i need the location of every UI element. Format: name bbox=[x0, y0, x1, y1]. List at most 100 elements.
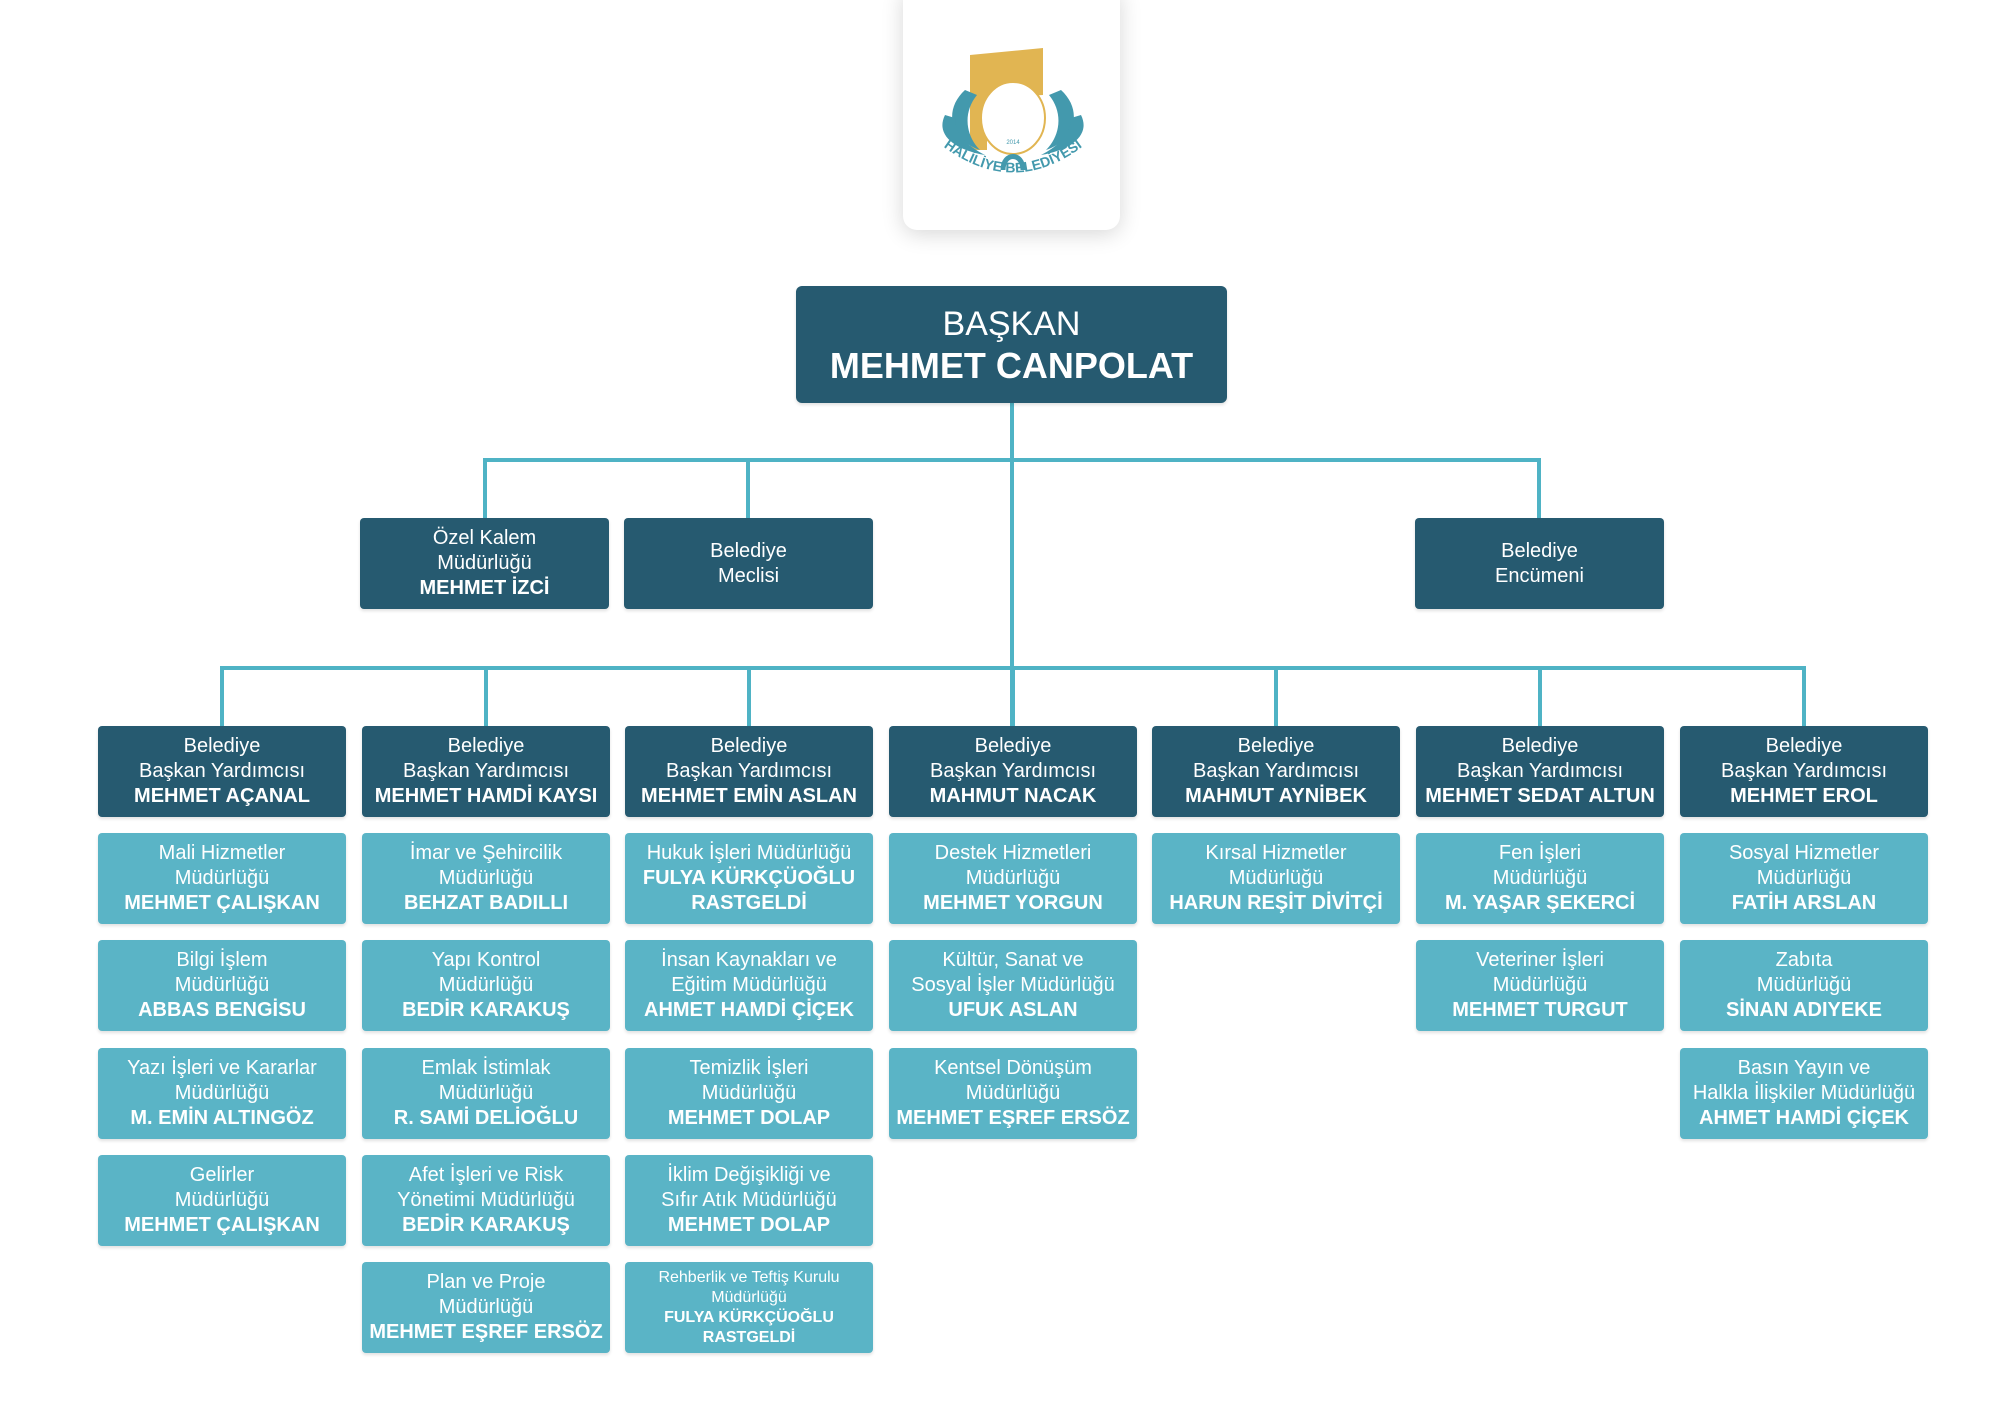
box-label-line: Meclisi bbox=[717, 564, 780, 587]
connector-vp-drop bbox=[1274, 666, 1278, 726]
box-label-line: Müdürlüğü bbox=[438, 1296, 534, 1319]
person-name: MEHMET EROL bbox=[1730, 785, 1878, 807]
box-label-line: Belediye bbox=[1501, 735, 1579, 757]
box-label-line: Özel Kalem bbox=[432, 527, 537, 549]
box-label-line: Belediye bbox=[710, 735, 788, 757]
box-label-line: Destek Hizmetleri bbox=[934, 842, 1092, 864]
box-label-line: Müdürlüğü bbox=[965, 1081, 1061, 1104]
box-label-line: Başkan Yardımcısı bbox=[666, 760, 832, 782]
box-label-line: Yapı Kontrol bbox=[431, 949, 541, 972]
box-label-line: Veteriner İşleri bbox=[1476, 949, 1604, 972]
connector-vp-drop bbox=[484, 666, 488, 726]
box-label-line: Belediye bbox=[1765, 735, 1843, 757]
box-label-line: Müdürlüğü bbox=[701, 1081, 797, 1104]
box-label-line: Mali Hizmetler bbox=[158, 842, 286, 864]
box-label-line: Müdürlüğü bbox=[1756, 974, 1852, 997]
box-label-line: Müdürlüğü bbox=[711, 1288, 787, 1306]
connector-vp-drop bbox=[1802, 666, 1806, 726]
connector-ozel-kalem bbox=[483, 458, 487, 518]
box-label-line: Müdürlüğü bbox=[1492, 867, 1588, 889]
box-label-line: Belediye bbox=[974, 735, 1052, 757]
box-label-line: Belediye bbox=[1237, 735, 1315, 757]
person-name: MEHMET ÇALIŞKAN bbox=[124, 892, 320, 914]
person-name: MEHMET DOLAP bbox=[667, 1106, 831, 1129]
person-name: M. EMİN ALTINGÖZ bbox=[130, 1106, 314, 1129]
person-name: MEHMET EMİN ASLAN bbox=[641, 785, 857, 807]
box-label-line: Müdürlüğü bbox=[1228, 867, 1324, 889]
president-box: BAŞKAN MEHMET CANPOLAT bbox=[796, 286, 1227, 403]
person-name: BEDİR KARAKUŞ bbox=[402, 999, 570, 1022]
box-label-line: Yazı İşleri ve Kararlar bbox=[127, 1056, 317, 1079]
logo-card: 2014 HALİLİYE BELEDİYESİ bbox=[903, 0, 1120, 230]
box-label-line: Afet İşleri ve Risk bbox=[408, 1163, 564, 1186]
person-name: SİNAN ADIYEKE bbox=[1726, 999, 1882, 1022]
box-label-line: Sosyal Hizmetler bbox=[1728, 842, 1880, 864]
box-label-line: Yönetimi Müdürlüğü bbox=[397, 1188, 575, 1211]
president-title: BAŞKAN bbox=[942, 304, 1081, 343]
box-label-line: Temizlik İşleri bbox=[689, 1056, 809, 1079]
person-name: MAHMUT AYNİBEK bbox=[1185, 785, 1367, 807]
box-label-line: Rehberlik ve Teftiş Kurulu bbox=[658, 1268, 840, 1286]
box-label-line: Emlak İstimlak bbox=[421, 1056, 551, 1079]
person-name: BEHZAT BADILLI bbox=[403, 892, 569, 914]
box-label-line: Gelirler bbox=[189, 1163, 255, 1186]
person-name: AHMET HAMDİ ÇİÇEK bbox=[1699, 1106, 1909, 1129]
box-label-line: Müdürlüğü bbox=[965, 867, 1061, 889]
box-label-line: Kentsel Dönüşüm bbox=[934, 1056, 1092, 1079]
person-name: AHMET HAMDİ ÇİÇEK bbox=[644, 999, 854, 1022]
box-label-line: Başkan Yardımcısı bbox=[139, 760, 305, 782]
person-name: MAHMUT NACAK bbox=[929, 785, 1097, 807]
box-label-line: Başkan Yardımcısı bbox=[1721, 760, 1887, 782]
box-label-line: Müdürlüğü bbox=[174, 1188, 270, 1211]
connector-meclis bbox=[746, 458, 750, 518]
box-label-line: İnsan Kaynakları ve bbox=[661, 949, 837, 972]
person-name: MEHMET SEDAT ALTUN bbox=[1425, 785, 1655, 807]
person-name: FATİH ARSLAN bbox=[1731, 892, 1877, 914]
box-label-line: İklim Değişikliği ve bbox=[667, 1163, 831, 1186]
box-label-line: Müdürlüğü bbox=[438, 1081, 534, 1104]
connector-vp-drop bbox=[1011, 666, 1015, 726]
person-name: MEHMET İZCİ bbox=[419, 577, 550, 599]
box-label-line: Hukuk İşleri Müdürlüğü bbox=[646, 842, 852, 864]
person-name: BEDİR KARAKUŞ bbox=[402, 1213, 570, 1236]
person-name: ABBAS BENGİSU bbox=[138, 999, 306, 1022]
person-name: FULYA KÜRKÇÜOĞLU RASTGELDİ bbox=[642, 867, 856, 914]
box-label-line: Bilgi İşlem bbox=[176, 949, 268, 972]
box-label-line: Belediye bbox=[183, 735, 261, 757]
box-label-line: Belediye bbox=[710, 539, 787, 562]
box-label-line: İmar ve Şehircilik bbox=[409, 842, 563, 864]
connector-vp-drop bbox=[747, 666, 751, 726]
person-name: R. SAMİ DELİOĞLU bbox=[393, 1106, 579, 1129]
box-label-line: Müdürlüğü bbox=[1756, 867, 1852, 889]
svg-text:2014: 2014 bbox=[1006, 140, 1020, 146]
person-name: MEHMET ÇALIŞKAN bbox=[124, 1213, 320, 1236]
connector-level2-horizontal bbox=[483, 458, 1541, 462]
box-label-line: Kırsal Hizmetler bbox=[1205, 842, 1347, 864]
box-label-line: Belediye bbox=[447, 735, 525, 757]
box-label-line: Encümeni bbox=[1495, 564, 1584, 587]
box-label-line: Plan ve Proje bbox=[426, 1271, 546, 1294]
person-name: HARUN REŞİT DİVİTÇİ bbox=[1169, 892, 1383, 914]
person-name: MEHMET EŞREF ERSÖZ bbox=[369, 1321, 603, 1344]
box-label-line: Fen İşleri bbox=[1498, 842, 1582, 864]
box-label-line: Halkla İlişkiler Müdürlüğü bbox=[1692, 1081, 1916, 1104]
